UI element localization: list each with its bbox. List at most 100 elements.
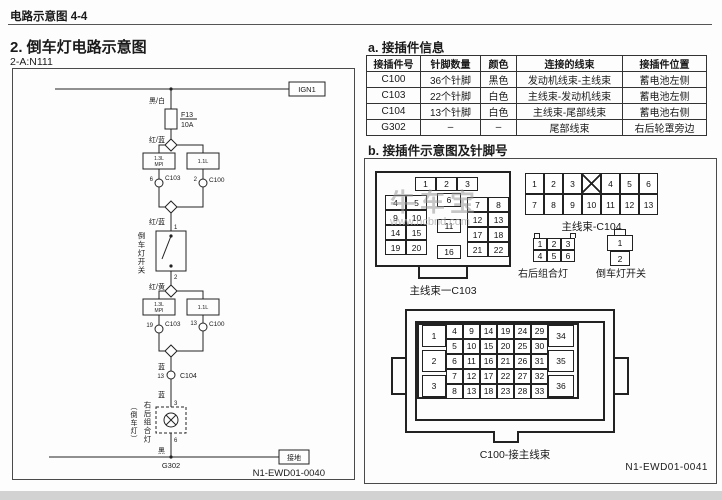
connector-info-table: 接插件号 针脚数量 颜色 连接的线束 接插件位置 C100 36个针脚 黑色 发… [366, 55, 707, 136]
pin-22: 22 [497, 368, 514, 384]
cell: 22个针脚 [420, 87, 481, 104]
pin-5: 5 [406, 195, 427, 210]
pin-13: 13 [463, 383, 480, 399]
tail-branch: 蓝 13 C104 蓝 3 [157, 357, 197, 407]
blocked-pin [582, 173, 601, 194]
power-rail: IGN1 [55, 81, 326, 97]
cell: 白色 [480, 103, 517, 120]
doc-code: N1-EWD01-0041 [625, 462, 708, 473]
pin-13: 13 [488, 212, 509, 227]
connector-label: C104 [180, 373, 197, 380]
pin-23: 23 [497, 383, 514, 399]
wire-color-label: 红/黄 [149, 282, 165, 291]
pin-3: 3 [563, 173, 582, 194]
pin-7: 7 [525, 194, 544, 215]
pin-9: 9 [463, 323, 480, 339]
wire-color-label: 红/蓝 [149, 217, 165, 226]
pin-32: 32 [531, 368, 548, 384]
doc-code: N1-EWD01-0040 [253, 468, 325, 479]
pin-12: 12 [467, 212, 488, 227]
fuse-symbol [164, 108, 178, 130]
pin-2: 2 [436, 177, 457, 191]
variant-label: 1.3L [154, 302, 164, 308]
page-bottom-edge [0, 491, 722, 500]
switch-vertical-label: 倒车灯开关 [137, 232, 146, 275]
c100-right-wing [613, 357, 629, 395]
switch-connector-tab [614, 229, 626, 235]
pin-number: 13 [157, 374, 164, 380]
pin-16: 16 [480, 353, 497, 369]
lamp-connector-tabs [533, 233, 577, 238]
page-title: 2. 倒车灯电路示意图 [10, 39, 147, 56]
pin-11: 11 [463, 353, 480, 369]
pin-18: 18 [480, 383, 497, 399]
pin-21: 21 [467, 242, 488, 257]
connector-label: C103 [165, 321, 181, 328]
cell: C103 [366, 87, 421, 104]
pin-1: 1 [533, 238, 547, 250]
pin-24: 24 [514, 323, 531, 339]
pin-8: 8 [446, 383, 463, 399]
cell: C100 [366, 71, 421, 88]
pin-4: 4 [533, 250, 547, 262]
cell: 主线束-发动机线束 [516, 87, 623, 104]
circuit-schematic: IGN1 黑/白 F13 10A 红/蓝 1.3L MPI 1.1L [49, 81, 326, 479]
pin-27: 27 [514, 368, 531, 384]
pin-1: 1 [607, 235, 633, 251]
reverse-switch-branch: 红/蓝 1 2 红/黄 [149, 213, 187, 291]
cell: 36个针脚 [420, 71, 481, 88]
reverse-switch-connector-diagram: 1 2 [605, 229, 635, 266]
pin-number: 1 [174, 225, 178, 231]
pin-29: 29 [531, 323, 548, 339]
connector-symbol-c103 [154, 324, 164, 334]
pin-6: 6 [446, 353, 463, 369]
fuse-name: F13 [181, 112, 193, 119]
pin-3: 3 [561, 238, 575, 250]
pin-number: 2 [194, 177, 198, 183]
variant-label: MPI [155, 162, 164, 168]
connector-label: C100 [209, 177, 225, 184]
ground-node-label: 接地 [287, 453, 301, 462]
rear-lamp-caption: 右后组合灯 [518, 269, 568, 280]
variant-label: 1.1L [198, 305, 209, 311]
pin-28: 28 [514, 383, 531, 399]
fuse-rating: 10A [181, 122, 194, 129]
ground-point-label: G302 [162, 461, 180, 470]
lamp-vertical-label: 右后组合灯 [143, 401, 152, 444]
pin-number: 6 [174, 438, 178, 444]
connector-symbol-c104 [166, 370, 176, 380]
cell: 蓄电池右侧 [622, 103, 707, 120]
pin-20: 20 [497, 338, 514, 354]
wire-color-label: 蓝 [158, 362, 165, 371]
table-row: G302 – – 尾部线束 右后轮罩旁边 [366, 119, 707, 136]
pin-15: 15 [480, 338, 497, 354]
circuit-diagram-panel: IGN1 黑/白 F13 10A 红/蓝 1.3L MPI 1.1L [12, 68, 355, 480]
cell: 蓄电池左侧 [622, 71, 707, 88]
fuse-branch: 黑/白 F13 10A 红/蓝 [149, 89, 197, 144]
cell: 尾部线束 [516, 119, 623, 136]
connector-symbol-c100 [198, 178, 208, 188]
c103-caption: 主线束一C103 [409, 285, 477, 297]
pin-20: 20 [406, 240, 427, 255]
pin-36: 36 [548, 375, 574, 397]
pin-4: 4 [446, 323, 463, 339]
pin-17: 17 [467, 227, 488, 242]
pin-1: 1 [415, 177, 436, 191]
connector-label: C100 [209, 321, 225, 328]
switch-box [155, 230, 187, 272]
pin-2: 2 [544, 173, 563, 194]
pin-12: 12 [463, 368, 480, 384]
table-header-row: 接插件号 针脚数量 颜色 连接的线束 接插件位置 [366, 55, 707, 72]
wire-color-label: 红/蓝 [149, 135, 165, 144]
pin-35: 35 [548, 350, 574, 372]
cell: 13个针脚 [420, 103, 481, 120]
pin-2: 2 [422, 350, 446, 372]
pin-12: 12 [620, 194, 639, 215]
cell: 黑色 [480, 71, 517, 88]
pin-2: 2 [547, 238, 561, 250]
wire-color-label: 蓝 [158, 390, 165, 399]
